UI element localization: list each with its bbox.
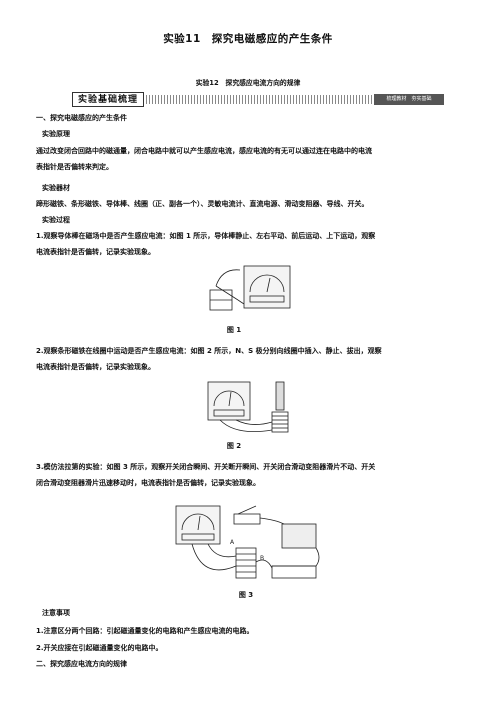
- figure2-diagram: [207, 381, 289, 433]
- galvanometer: [243, 265, 291, 309]
- galvanometer: [175, 505, 221, 545]
- principle-text-1: 通过改变闭合回路中的磁通量，闭合电路中就可以产生感应电流，感应电流的有无可以通过…: [36, 147, 372, 155]
- switch: [233, 513, 261, 525]
- section2-heading: 二、探究感应电流方向的规律: [36, 660, 127, 668]
- principle-text-2: 表指针是否偏转来判定。: [36, 163, 113, 171]
- step1-text-a: 1.观察导体棒在磁场中是否产生感应电流：如图 1 所示，导体棒静止、左右平动、前…: [36, 232, 376, 240]
- fig3-label-a: A: [230, 539, 235, 546]
- figure3-diagram: A B: [175, 505, 320, 579]
- equipment-text: 蹄形磁铁、条形磁铁、导体棒、线圈（正、副各一个）、灵敏电流计、直流电源、滑动变阻…: [36, 200, 369, 208]
- rheostat: [271, 565, 317, 579]
- figure1-caption: 图 1: [226, 326, 242, 334]
- coil: [271, 411, 289, 433]
- page-title: 实验11 探究电磁感应的产生条件: [163, 33, 333, 45]
- step3-text-a: 3.模仿法拉第的实验：如图 3 所示，观察开关闭合瞬间、开关断开瞬间、开关闭合滑…: [36, 463, 376, 471]
- figure3-caption: 图 3: [238, 591, 254, 599]
- notes-title: 注意事项: [42, 609, 70, 617]
- section-banner: 实验基础梳理 梳理教材 夯实基础: [72, 92, 444, 107]
- figure2-caption: 图 2: [226, 442, 242, 450]
- step3-text-b: 闭合滑动变阻器滑片迅速移动时，电流表指针是否偏转，记录实验现象。: [36, 479, 260, 487]
- step1-text-b: 电流表指针是否偏转，记录实验现象。: [36, 248, 155, 256]
- figure1-diagram: [209, 265, 291, 311]
- equipment-title: 实验器材: [42, 184, 70, 192]
- fig3-label-b: B: [260, 555, 264, 562]
- banner-label: 实验基础梳理: [72, 92, 144, 107]
- note1-text: 1.注意区分两个回路：引起磁通量变化的电路和产生感应电流的电路。: [36, 627, 254, 635]
- process-title: 实验过程: [42, 216, 70, 224]
- page-subtitle: 实验12 探究感应电流方向的规律: [195, 79, 301, 87]
- battery: [281, 523, 317, 549]
- bar-magnet: [275, 381, 285, 411]
- section1-heading: 一、探究电磁感应的产生条件: [36, 114, 127, 122]
- principle-title: 实验原理: [42, 130, 70, 138]
- note2-text: 2.开关应接在引起磁通量变化的电路中。: [36, 644, 163, 652]
- banner-stripe: [146, 95, 372, 104]
- step2-text-a: 2.观察条形磁铁在线圈中运动是否产生感应电流：如图 2 所示，N、S 极分别向线…: [36, 347, 382, 355]
- conductor-rod: [215, 285, 239, 301]
- banner-tag: 梳理教材 夯实基础: [374, 94, 444, 105]
- coil-b: [235, 547, 257, 579]
- step2-text-b: 电流表指针是否偏转，记录实验现象。: [36, 363, 155, 371]
